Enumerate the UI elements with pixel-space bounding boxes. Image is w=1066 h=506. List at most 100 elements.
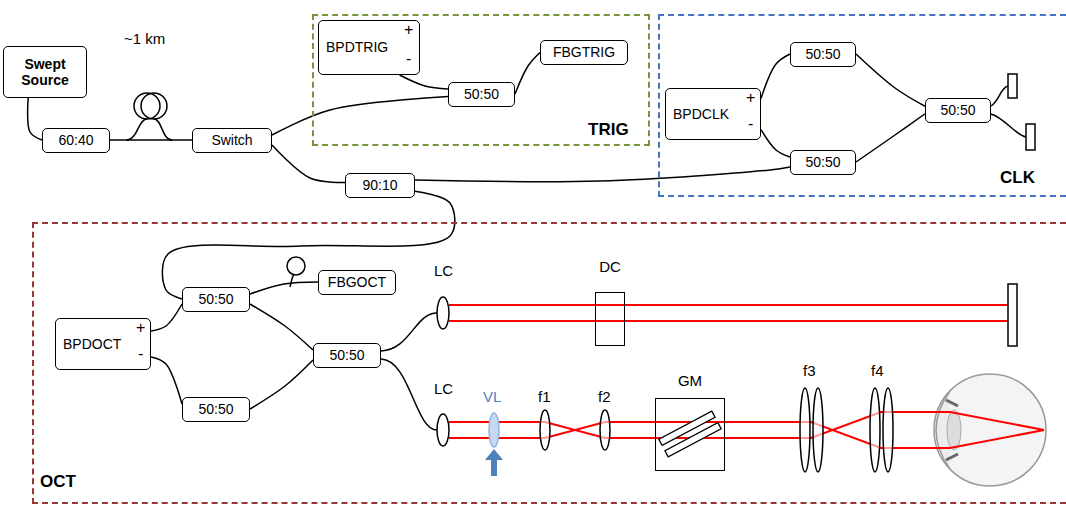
optical-fiber (400, 75, 448, 89)
component-label: BPDCLK (673, 106, 729, 122)
component-label: 90:10 (362, 177, 397, 193)
coupler-box: 50:50 (925, 98, 991, 123)
light-beam (449, 320, 1008, 322)
galvo-mirror (659, 411, 721, 457)
grating-box: FBGTRIG (540, 40, 628, 65)
detector-box: BPDOCT (55, 318, 151, 370)
component-label: 50:50 (805, 154, 840, 170)
optical-fiber (856, 114, 925, 162)
clock-mirror (991, 86, 1008, 106)
light-beam (449, 412, 1044, 438)
optical-fiber (250, 282, 318, 294)
optical-fiber (162, 191, 454, 299)
variable-lens (489, 413, 499, 447)
optical-fiber (110, 139, 192, 141)
component-label: 50:50 (940, 102, 975, 118)
coupler-box: 50:50 (182, 397, 250, 422)
component-label: 50:50 (198, 401, 233, 417)
eye (947, 410, 961, 450)
fiber-coil (290, 275, 294, 287)
optical-fiber (515, 53, 540, 95)
source-box: Swept Source (3, 46, 87, 98)
clock-region: CLK BPDCLK 50:50 50:50 50:50 (658, 14, 1066, 197)
switch-box: Switch (192, 128, 272, 153)
part-label: ~1 km (124, 30, 165, 47)
coupler-box: 50:50 (448, 82, 515, 107)
detector-box: BPDTRIG (318, 20, 420, 75)
part-label: LC (434, 262, 453, 279)
component-label: FBGTRIG (553, 44, 615, 60)
variable-lens (485, 413, 503, 476)
part-label: f1 (538, 388, 551, 405)
optical-fiber (250, 360, 313, 409)
lens (870, 388, 880, 472)
region-label: TRIG (588, 120, 629, 140)
light-beam (449, 305, 1044, 448)
component-label: Switch (211, 132, 252, 148)
detector-box: BPDCLK (665, 88, 761, 140)
lens (437, 297, 449, 329)
optical-fiber (272, 97, 448, 136)
part-label: f4 (871, 362, 884, 379)
component-label: FBGOCT (328, 274, 386, 290)
fiber-coil (126, 119, 147, 140)
component-label: GM (650, 372, 730, 389)
optical-fiber (761, 130, 790, 157)
fiber-coil (154, 119, 172, 140)
region-label: CLK (1000, 168, 1035, 188)
clock-mirror (1026, 124, 1035, 150)
component-label: Swept Source (4, 56, 86, 88)
region-border (32, 222, 1066, 504)
optical-fiber (151, 357, 182, 404)
galvo-mirror (665, 423, 721, 457)
part-label: LC (434, 380, 453, 397)
lens (813, 388, 823, 472)
optical-fiber (272, 145, 345, 183)
eye (934, 374, 1046, 486)
optical-fiber (250, 304, 313, 350)
coupler-box: 50:50 (182, 287, 250, 312)
grating-box: FBGOCT (318, 270, 396, 295)
fiber-coil (134, 93, 160, 119)
component-label: 50:50 (805, 46, 840, 62)
dispersion-compensator: DC (588, 258, 632, 346)
clock-mirror (991, 74, 1035, 150)
lens (600, 410, 610, 450)
component-label: DC (588, 258, 632, 275)
component-label: BPDTRIG (326, 39, 388, 55)
component-frame (655, 398, 725, 471)
galvo-scanner: GM (650, 372, 730, 472)
component-label: 50:50 (329, 347, 364, 363)
coupler-box: 50:50 (790, 150, 856, 175)
lens (540, 410, 550, 450)
part-label: VL (483, 388, 501, 405)
component-label: BPDOCT (63, 336, 121, 352)
lens (437, 414, 449, 446)
lens (437, 297, 893, 472)
reference-mirror (1008, 284, 1017, 346)
reference-mirror (1008, 284, 1017, 346)
lens (800, 388, 810, 472)
fiber-coil (126, 93, 305, 287)
oct-region: OCT BPDOCT 50:50 FBGOCT 50:50 50:50 DC GM (32, 222, 1066, 504)
component-frame (595, 292, 625, 346)
eye (934, 374, 1046, 486)
lens (883, 388, 893, 472)
coupler-box: 60:40 (42, 128, 110, 153)
collimator-fiber (381, 359, 437, 430)
optical-fiber (856, 54, 925, 106)
optical-fiber (415, 167, 790, 182)
component-label: 50:50 (464, 86, 499, 102)
component-label: 50:50 (198, 291, 233, 307)
light-beam (449, 304, 1008, 306)
optical-fiber (28, 98, 42, 140)
collimator-fiber (381, 313, 437, 430)
part-label: f2 (598, 388, 611, 405)
clock-mirror (991, 114, 1026, 137)
clock-mirror (1008, 74, 1017, 98)
fiber-coil (287, 257, 305, 275)
region-label: OCT (40, 472, 76, 492)
coupler-box: 90:10 (345, 173, 415, 198)
component-label: 60:40 (58, 132, 93, 148)
